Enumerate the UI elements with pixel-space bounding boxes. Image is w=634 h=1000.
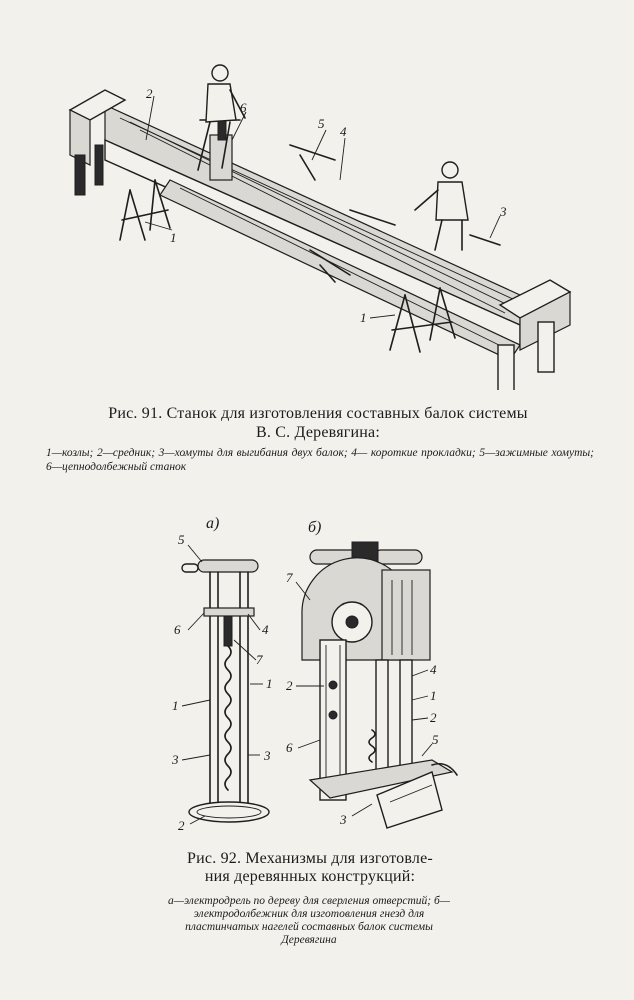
label-b-1: 1 — [430, 688, 437, 703]
label-1-right: 1 — [360, 310, 367, 325]
label-a-5: 5 — [178, 532, 185, 547]
label-4: 4 — [340, 124, 347, 139]
label-a-2: 2 — [178, 818, 185, 830]
subfigure-a-label: а) — [206, 515, 219, 532]
trestle-left — [119, 179, 171, 241]
figure-92-legend: а—электродрель по дереву для сверления о… — [168, 895, 450, 946]
label-b-7: 7 — [286, 570, 293, 585]
worker-right-figure — [414, 161, 469, 251]
label-a-6: 6 — [174, 622, 181, 637]
label-b-6: 6 — [286, 740, 293, 755]
label-1-left: 1 — [170, 230, 177, 245]
label-b-2-left: 2 — [286, 678, 293, 693]
label-b-4: 4 — [430, 662, 437, 677]
figure-91-caption-line1: Рис. 91. Станок для изготовления составн… — [108, 405, 528, 422]
label-a-3-left: 3 — [171, 752, 179, 767]
worker-left-figure — [197, 64, 246, 171]
trestle-right — [389, 287, 456, 353]
figure-92-caption: Рис. 92. Механизмы для изготовле- ния де… — [160, 850, 460, 886]
figure-92-caption-line1: Рис. 92. Механизмы для изготовле- — [187, 850, 433, 867]
label-a-1-left: 1 — [172, 698, 179, 713]
figure-91-legend: 1—козлы; 2—средник; 3—хомуты для выгибан… — [46, 447, 594, 473]
electric-mortiser-drawing: б) — [286, 519, 458, 829]
label-a-1-right: 1 — [266, 676, 273, 691]
label-b-5: 5 — [432, 732, 439, 747]
clamps — [289, 144, 501, 283]
subfigure-b-label: б) — [308, 519, 321, 536]
beam-machine-drawing: 2 6 5 4 3 1 1 — [68, 64, 572, 390]
electric-drill-drawing: а) 5 6 4 7 1 1 3 3 2 — [171, 515, 273, 830]
label-b-2-right: 2 — [430, 710, 437, 725]
label-b-3: 3 — [339, 812, 347, 827]
figure-92b-illustration: б) — [282, 510, 462, 830]
label-6: 6 — [240, 100, 247, 115]
label-a-7: 7 — [256, 652, 263, 667]
figure-92a-illustration: а) 5 6 4 7 1 1 3 3 2 — [160, 510, 290, 830]
label-a-4: 4 — [262, 622, 269, 637]
label-3: 3 — [499, 204, 507, 219]
label-2: 2 — [146, 86, 153, 101]
figure-91-caption-line2: В. С. Деревягина: — [256, 424, 380, 441]
label-a-3-right: 3 — [263, 748, 271, 763]
label-5: 5 — [318, 116, 325, 131]
figure-91-illustration: 2 6 5 4 3 1 1 — [50, 60, 590, 390]
figure-91-caption: Рис. 91. Станок для изготовления составн… — [40, 404, 596, 442]
figure-92-caption-line2: ния деревянных конструкций: — [204, 868, 416, 885]
